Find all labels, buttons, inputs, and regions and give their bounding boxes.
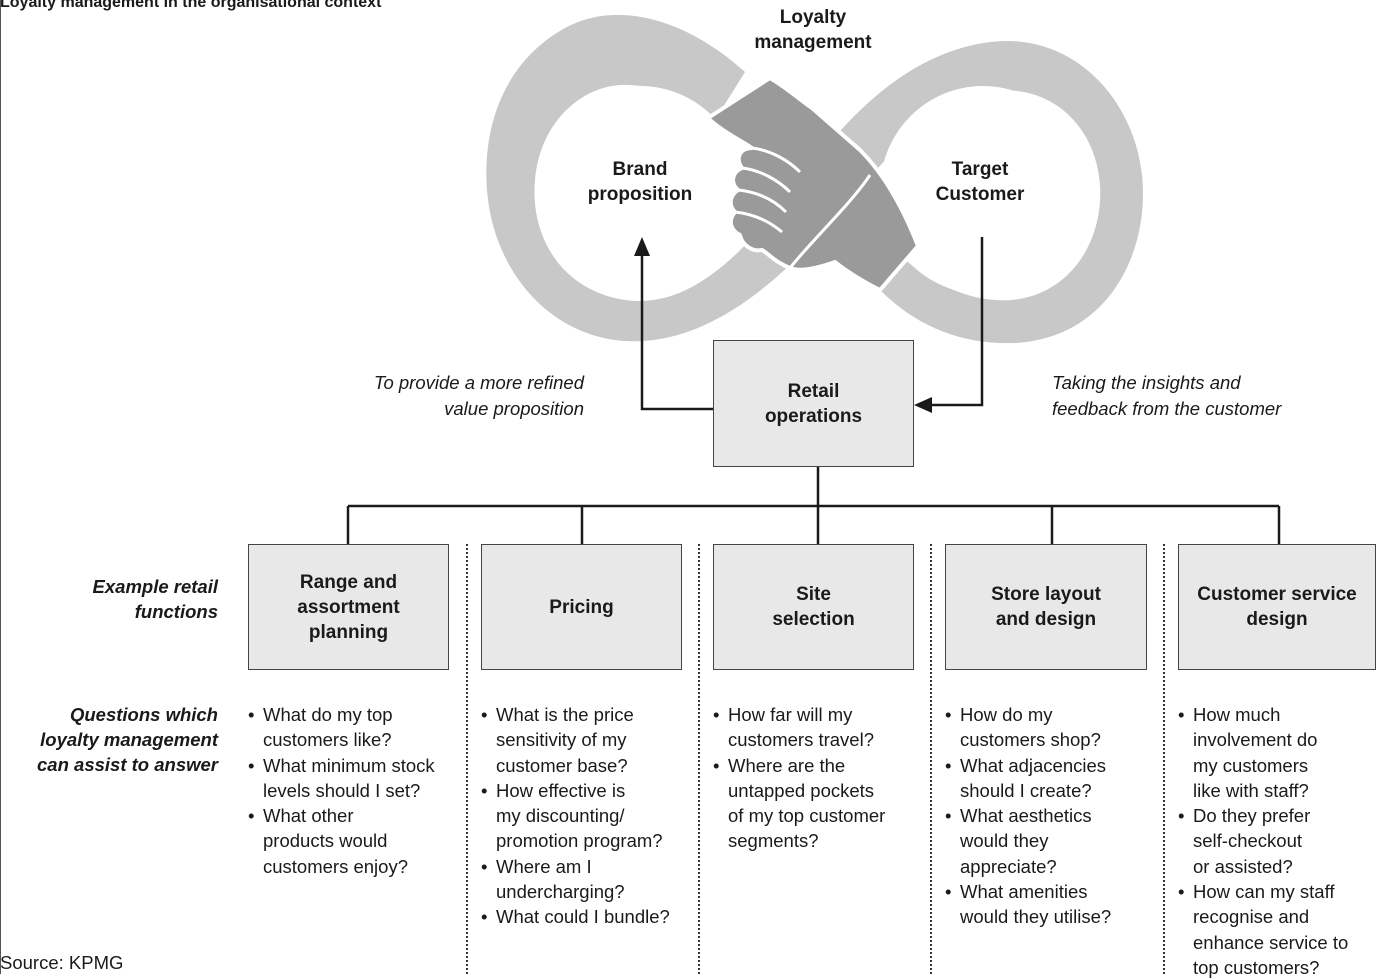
column-separator [466,544,468,974]
question-item: What could I bundle? [481,904,696,930]
connectors [346,237,1281,544]
arrow-icon [634,237,650,256]
column-separator [1163,544,1165,974]
function-box-pricing: Pricing [481,544,682,670]
source-note: Source: KPMG [0,952,124,973]
column-separator [698,544,700,974]
left-border-rule [0,0,1,974]
handshake-icon [706,76,920,292]
column-separator [930,544,932,974]
figure-title: Loyalty management in the organisational… [0,0,382,11]
arrow-icon [914,397,932,413]
